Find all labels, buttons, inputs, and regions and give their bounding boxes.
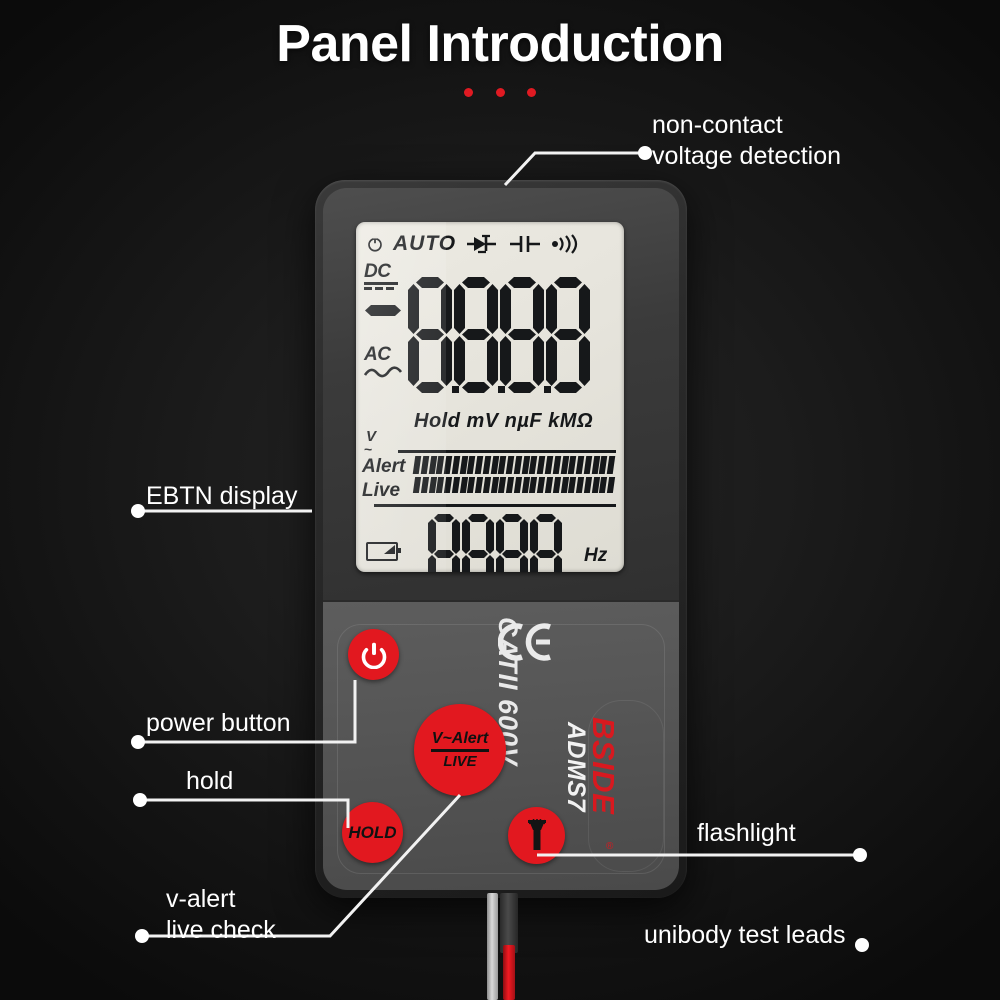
callout-label-valert: v-alert live check [166,885,276,944]
title-dot [526,88,536,97]
ce-mark-icon [498,623,551,661]
battery-icon [366,542,401,561]
power-button[interactable] [348,629,399,680]
callout-label-hold: hold [186,767,234,795]
body-inset-outline [337,624,665,874]
hold-button[interactable]: HOLD [342,802,403,863]
dc-solid-bar [364,282,398,285]
hold-label: HOLD [348,822,397,842]
leader-dot-valert [135,929,149,943]
test-lead-gray [487,893,498,1000]
seven-segment-digit-small [496,514,528,572]
brand-recess-area [588,700,664,872]
registered-mark: ® [606,841,614,852]
lcd-live-label: Live [362,480,401,501]
seven-segment-digit [500,277,551,393]
v-alert-divider [431,749,489,752]
power-icon [361,642,386,669]
seven-segment-digit-small [428,514,460,572]
lcd-negative-sign [365,305,401,316]
seven-segment-digit [454,277,505,393]
lcd-divider-bottom [374,504,616,507]
lcd-v-flag: V [366,428,377,445]
test-lead-black [500,893,518,953]
lcd-ac-label: AC [364,344,391,365]
lcd-alert-label: Alert [362,456,406,477]
title-dot [495,88,505,97]
callout-label-ncv: non-contact voltage detection [652,111,842,170]
callout-label-flashlight: flashlight [697,819,796,847]
capacitor-icon [510,236,541,252]
lcd-divider-top [398,450,616,453]
live-label: LIVE [443,752,477,770]
lcd-units-row: Hold mV nµF kMΩ [414,410,594,432]
seven-segment-digit-small [530,514,562,572]
lcd-left-flags: DC AC [363,262,410,385]
diode-icon [467,234,497,254]
title-dot-group [0,84,1000,102]
leader-line-valert [142,793,462,938]
lcd-annunciator-row: AUTO [366,230,616,258]
lcd-secondary-unit: Hz [584,545,608,566]
v-alert-live-button[interactable]: V~Alert LIVE [414,704,506,796]
continuity-beep-icon [552,234,578,254]
lcd-main-reading [408,260,618,410]
title-dot [464,88,474,97]
lcd-secondary-reading [428,514,564,572]
test-lead-red [503,945,515,1000]
leader-dot-leads [855,938,869,952]
lcd-v-tilde-icon: ~ [364,441,373,457]
lcd-dc-label: DC [364,261,391,282]
page-title: Panel Introduction [276,15,724,73]
leader-dot-hold [133,793,147,807]
flashlight-icon [527,818,546,850]
callout-label-leads: unibody test leads [644,921,846,949]
lcd-dc-flag: DC [364,262,410,290]
v-alert-label: V~Alert [431,730,489,748]
seven-segment-digit-small [462,514,494,572]
lcd-auto-label: AUTO [393,232,457,255]
callout-label-power: power button [146,709,291,737]
leader-dot-ebtn [131,504,145,518]
leader-line-ncv [503,151,645,187]
power-standby-icon [368,236,382,252]
seven-segment-digit [408,277,459,393]
dc-dashed-bar [364,287,410,290]
leader-dot-ncv [638,146,652,160]
leader-dot-flashlight [853,848,867,862]
ac-wave-icon [363,366,403,378]
leader-dot-power [131,735,145,749]
callout-label-ebtn: EBTN display [146,482,298,510]
leader-line-hold [140,798,350,828]
leader-line-power [138,680,357,744]
seven-segment-digit [546,277,590,393]
